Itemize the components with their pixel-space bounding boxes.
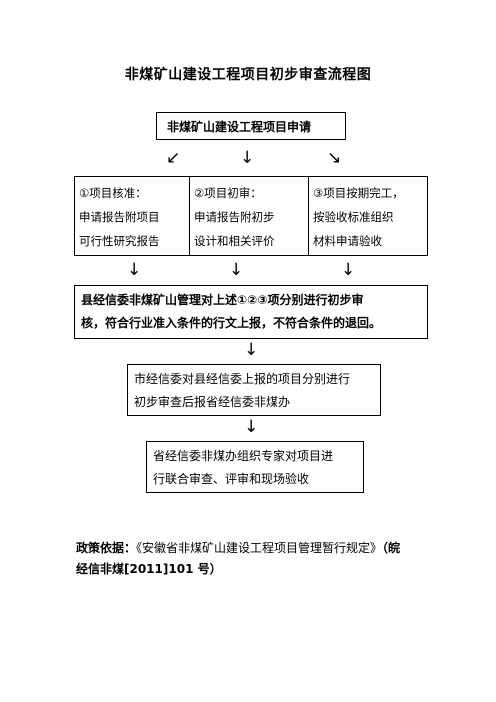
arrow-down-icon: ↓	[244, 340, 259, 360]
county-review-line2: 核，符合行业准入条件的行文上报，不符合条件的退回。	[81, 316, 382, 330]
step-approval-cell: ①项目核准： 申请报告附项目 可行性研究报告	[75, 177, 189, 255]
steps-table: ①项目核准： 申请报告附项目 可行性研究报告 ②项目初审： 申请报告附初步 设计…	[74, 176, 428, 256]
city-review-box: 市经信委对县经信委上报的项目分别进行 初步审查后报省经信委非煤办	[127, 364, 381, 416]
arrow-down-icon: ↓	[229, 260, 244, 280]
step-preliminary-cell: ②项目初审： 申请报告附初步 设计和相关评价	[189, 177, 308, 255]
policy-document-title: 《安徽省非煤矿山建设工程项目管理暂行规定》	[136, 541, 383, 555]
step-approval-line1: 申请报告附项目	[79, 210, 160, 224]
county-review-box: 县经信委非煤矿山管理对上述①②③项分别进行初步审 核，符合行业准入条件的行文上报…	[74, 285, 428, 339]
arrow-down-icon: ↓	[240, 148, 255, 168]
province-review-box: 省经信委非煤办组织专家对项目进 行联合审查、评审和现场验收	[146, 441, 364, 493]
step-approval-head: ①项目核准：	[79, 186, 147, 200]
city-review-line1: 市经信委对县经信委上报的项目分别进行	[134, 372, 351, 386]
arrow-down-right-icon: ↘	[327, 148, 342, 168]
step-preliminary-line2: 设计和相关评价	[194, 234, 275, 248]
city-review-line2: 初步审查后报省经信委非煤办	[134, 395, 291, 409]
county-review-line1: 县经信委非煤矿山管理对上述①②③项分别进行初步审	[81, 293, 364, 307]
step-acceptance-line1: 按验收标准组织	[313, 210, 394, 224]
policy-label: 政策依据：	[76, 541, 137, 555]
step-acceptance-head: ③项目按期完工，	[313, 186, 404, 200]
arrow-down-left-icon: ↙	[166, 148, 181, 168]
policy-line1: 政策依据：《安徽省非煤矿山建设工程项目管理暂行规定》（皖	[76, 538, 426, 559]
step-acceptance-cell: ③项目按期完工， 按验收标准组织 材料申请验收	[308, 177, 427, 255]
step-preliminary-head: ②项目初审：	[194, 186, 262, 200]
province-review-line2: 行联合审查、评审和现场验收	[153, 472, 310, 486]
province-review-line1: 省经信委非煤办组织专家对项目进	[153, 449, 334, 463]
policy-reference-open: （皖	[382, 541, 401, 555]
policy-reference-number: 经信非煤[2011]101 号）	[76, 562, 222, 576]
page-title: 非煤矿山建设工程项目初步审查流程图	[124, 67, 372, 83]
step-approval-line2: 可行性研究报告	[79, 234, 160, 248]
policy-basis: 政策依据：《安徽省非煤矿山建设工程项目管理暂行规定》（皖 经信非煤[2011]1…	[76, 538, 426, 580]
arrow-down-icon: ↓	[341, 260, 356, 280]
arrow-down-icon: ↓	[127, 260, 142, 280]
step-acceptance-line2: 材料申请验收	[313, 234, 382, 248]
step-preliminary-line1: 申请报告附初步	[194, 210, 275, 224]
arrow-down-icon: ↓	[244, 417, 259, 437]
apply-box: 非煤矿山建设工程项目申请	[156, 112, 346, 140]
